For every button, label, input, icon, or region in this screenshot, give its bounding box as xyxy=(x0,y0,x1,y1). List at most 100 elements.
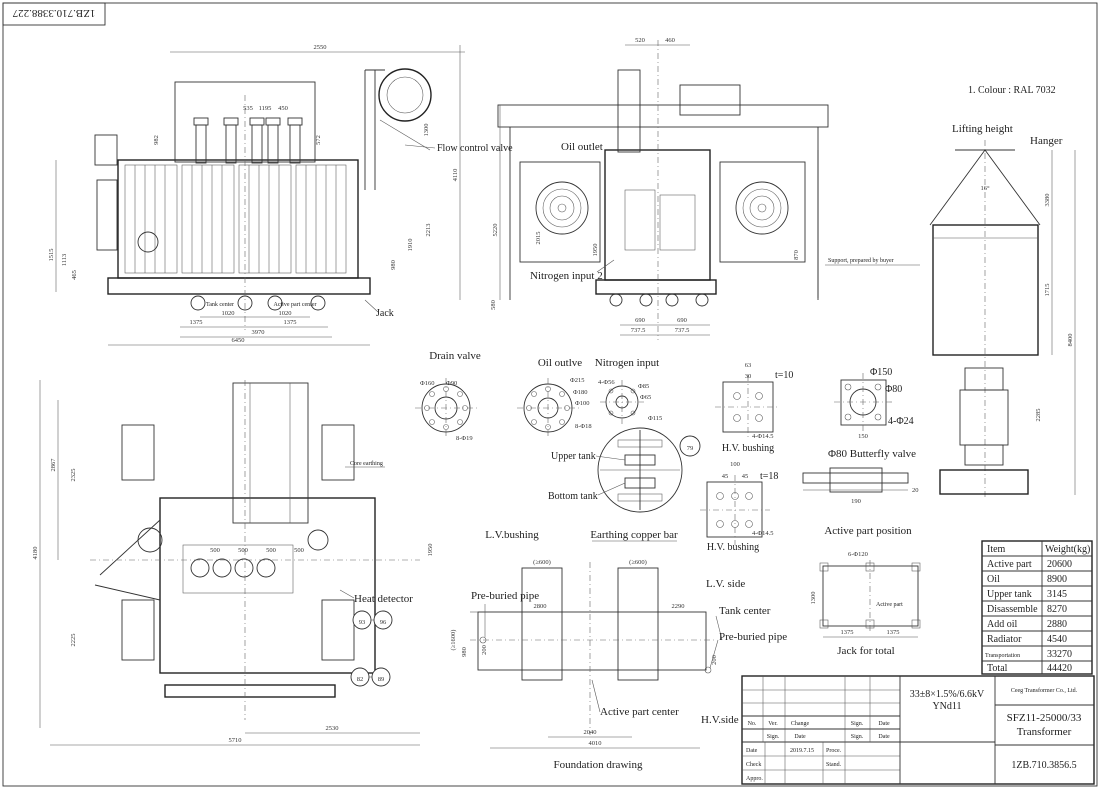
vector-group: YNd11 xyxy=(932,701,961,712)
fd-980: 980 xyxy=(461,647,468,657)
title-block: No. Ver. Change Sign. Date Sign. Date Si… xyxy=(741,675,1095,785)
date-2: Date xyxy=(878,734,890,740)
active-part-label: Active part xyxy=(876,602,903,608)
drain-90: Φ90 xyxy=(446,380,457,387)
dim-500-a: 500 xyxy=(210,547,220,554)
hv2-holes: 4-Φ14.5 xyxy=(752,530,774,537)
drain-160: Φ160 xyxy=(420,380,435,387)
bottom-tank-label: Bottom tank xyxy=(548,491,598,502)
dim-4180: 4180 xyxy=(32,547,39,560)
nitrogen-input-detail: Nitrogen input 4-Φ56 Φ85 Φ65 Φ115 xyxy=(595,357,662,424)
bf-190: 190 xyxy=(851,498,861,505)
fd-1600: (≥1600) xyxy=(450,630,457,651)
fd-4010: 4010 xyxy=(589,740,602,747)
svg-text:96: 96 xyxy=(380,619,387,626)
oil-outlet-label: Oil outlet xyxy=(561,141,603,153)
plan-view: 4180 2867 2325 2225 5710 2530 500 500 50… xyxy=(32,380,434,746)
lv-side-label: L.V. side xyxy=(706,578,745,590)
weight-value: 3145 xyxy=(1047,589,1067,600)
svg-text:79: 79 xyxy=(687,445,694,452)
dim-5710: 5710 xyxy=(229,737,242,744)
model: SFZ11-25000/33 xyxy=(1007,712,1082,724)
dim-5220: 5220 xyxy=(492,224,499,237)
oil-holes: 8-Φ18 xyxy=(575,423,592,430)
active-part-lifted xyxy=(932,224,1039,356)
flow-control-valve-label: Flow control valve xyxy=(437,143,513,154)
weight-item: Active part xyxy=(987,559,1032,570)
dim-1020-right: 1020 xyxy=(279,310,292,317)
bf-150b: 150 xyxy=(858,433,868,440)
balloon-96: 96 xyxy=(373,610,393,630)
n2-holes: 4-Φ56 xyxy=(598,379,615,386)
fd-2040: 2040 xyxy=(584,729,597,736)
hv-bushing-1-label: H.V. bushing xyxy=(722,443,774,454)
hv-bushings xyxy=(193,117,303,164)
support-label: Support, prepared by buyer xyxy=(828,258,894,264)
oil-outlet-detail: Oil outlve Φ215 Φ180 Φ100 8-Φ18 xyxy=(517,357,592,438)
fd-600a: (≥600) xyxy=(533,559,551,566)
fd-200b: 200 xyxy=(711,655,718,665)
row-date: Date xyxy=(746,748,758,754)
drain-valve-detail: Drain valve Φ160 Φ90 8-Φ19 xyxy=(415,350,481,442)
ap-holes: 6-Φ120 xyxy=(848,551,868,558)
sign: Sign. xyxy=(767,734,780,740)
conservator xyxy=(378,68,432,122)
dim-690-right: 690 xyxy=(677,317,687,324)
dim-1113: 1113 xyxy=(61,254,68,267)
tank-body xyxy=(117,159,359,279)
cooling-fan-left xyxy=(535,181,589,235)
row-check: Check xyxy=(746,762,761,768)
cooling-fan-right xyxy=(735,181,789,235)
dim-465: 465 xyxy=(71,270,78,280)
weight-table: Item Weight(kg) Active part 20600 Oil 89… xyxy=(981,540,1093,675)
oil-215: Φ215 xyxy=(570,377,585,384)
t18-label: t=18 xyxy=(760,471,778,482)
dim-520: 520 xyxy=(635,37,645,44)
dim-1950-plan: 1950 xyxy=(427,544,434,557)
weight-item: Total xyxy=(987,663,1008,674)
weight-item: Disassemble xyxy=(987,604,1038,615)
dim-450: 450 xyxy=(278,105,288,112)
active-part-center-label: Active part center xyxy=(274,302,317,308)
weight-table-header-item: Item xyxy=(987,544,1006,555)
tank-joint-detail: Upper tank Bottom tank 79 xyxy=(548,427,701,513)
weight-value: 44420 xyxy=(1047,663,1072,674)
balloon-79: 79 xyxy=(679,435,701,457)
radiator-bank xyxy=(124,164,347,274)
front-elevation-view: 2550 6450 3970 1375 1375 1020 1020 4110 … xyxy=(48,44,513,346)
dim-2325: 2325 xyxy=(70,469,77,482)
dim-8400: 8400 xyxy=(1067,334,1074,347)
dim-982: 982 xyxy=(153,135,160,145)
dim-4110: 4110 xyxy=(452,169,459,182)
earthing-copper-bar-label: Earthing copper bar xyxy=(590,529,678,541)
svg-text:93: 93 xyxy=(359,619,366,626)
svg-text:89: 89 xyxy=(378,676,385,683)
stand: Stand. xyxy=(826,762,842,768)
hv2-100: 100 xyxy=(730,461,740,468)
weight-item: Radiator xyxy=(987,634,1022,645)
dim-1910: 1910 xyxy=(407,239,414,252)
active-part-position-label: Active part position xyxy=(824,525,912,537)
lifting-height-label: Lifting height xyxy=(952,123,1013,135)
hv-bushing-2-label: H.V. bushing xyxy=(707,542,759,553)
wheel xyxy=(190,295,206,311)
oil-180: Φ180 xyxy=(573,389,588,396)
wheel xyxy=(310,295,326,311)
fan-units-left xyxy=(121,424,155,661)
bf-20: 20 xyxy=(912,487,919,494)
tank-side xyxy=(604,149,711,281)
lv-bushing-label: L.V.bushing xyxy=(485,529,539,541)
sign-2: Sign. xyxy=(851,734,864,740)
fan-units-right xyxy=(321,424,355,661)
voltage: 33±8×1.5%/6.6kV xyxy=(910,689,985,700)
dim-572: 572 xyxy=(315,135,322,145)
fd-600b: (≥600) xyxy=(629,559,647,566)
dim-500-b: 500 xyxy=(238,547,248,554)
dim-1195: 1195 xyxy=(259,105,272,112)
balloon-89: 89 xyxy=(371,667,391,687)
svg-text:82: 82 xyxy=(357,676,364,683)
weight-item: Upper tank xyxy=(987,589,1032,600)
jack-for-total-detail: 6-Φ120 Active part 1300 1375 1375 Jack f… xyxy=(810,551,921,657)
